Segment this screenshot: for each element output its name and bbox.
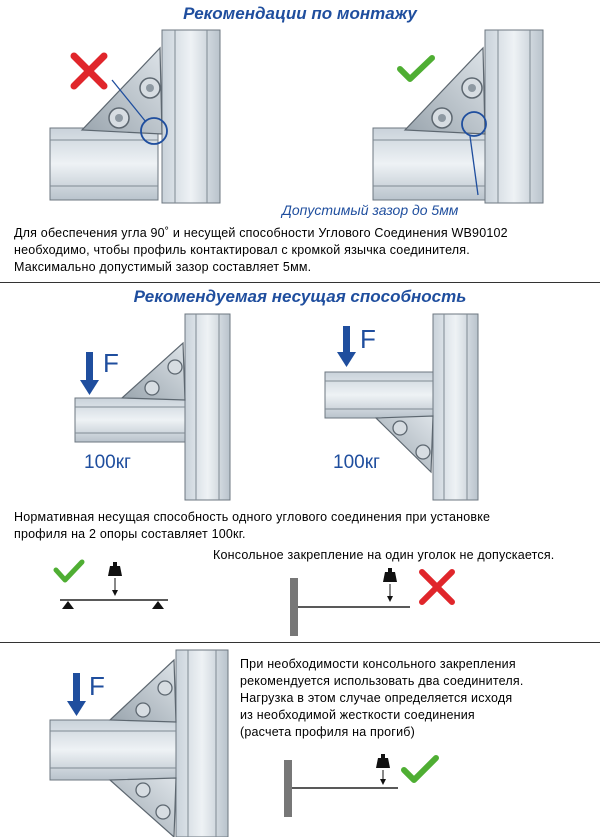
section2-text: Нормативная несущая способность одного у… [14, 509, 594, 543]
weight-icon [376, 758, 390, 768]
gap-caption: Допустимый зазор до 5мм [282, 202, 459, 218]
section-divider [0, 642, 600, 643]
section1-text-line: Для обеспечения угла 90˚ и несущей спосо… [14, 226, 508, 240]
section3-text: При необходимости консольного закреплени… [240, 656, 595, 741]
load-value-label: 100кг [333, 452, 380, 473]
section1-text-line: Максимально допустимый зазор составляет … [14, 260, 312, 274]
section3-text-line: из необходимой жесткости соединения [240, 708, 475, 722]
diagram1-vertical-profile [161, 29, 221, 204]
load-value-label: 100кг [84, 452, 131, 473]
section3-text-line: (расчета профиля на прогиб) [240, 725, 415, 739]
section2-text-line: Нормативная несущая способность одного у… [14, 510, 491, 524]
section-divider [0, 282, 600, 283]
section1-text: Для обеспечения угла 90˚ и несущей спосо… [14, 225, 594, 276]
diagram1-gap-highlight [140, 117, 168, 145]
section3-text-line: рекомендуется использовать два соедините… [240, 674, 524, 688]
diagram1-horizontal-profile [49, 127, 159, 201]
diagram2-gap-highlight [461, 111, 487, 137]
cantilever-single-diagram [290, 568, 455, 636]
section2-text-line: профиля на 2 опоры составляет 100кг. [14, 527, 246, 541]
force-label: F [360, 324, 376, 354]
section3-text-line: Нагрузка в этом случае определяется исхо… [240, 691, 513, 705]
check-icon [397, 55, 435, 82]
section1-text-line: необходимо, чтобы профиль контактировал … [14, 243, 470, 257]
diagram2-horizontal-profile [372, 127, 486, 201]
cantilever-note: Консольное закрепление на один уголок не… [213, 548, 555, 562]
section3-text-line: При необходимости консольного закреплени… [240, 657, 516, 671]
diagram2-vertical-profile [484, 29, 544, 204]
cross-icon [70, 52, 108, 90]
force-label: F [89, 671, 105, 701]
weight-icon [108, 566, 122, 576]
section1-title: Рекомендации по монтажу [183, 4, 417, 23]
cantilever-double-diagram [284, 754, 439, 817]
section2-title: Рекомендуемая несущая способность [133, 287, 467, 306]
weight-icon [383, 572, 397, 582]
two-support-beam-diagram [53, 559, 168, 609]
force-label: F [103, 348, 119, 378]
